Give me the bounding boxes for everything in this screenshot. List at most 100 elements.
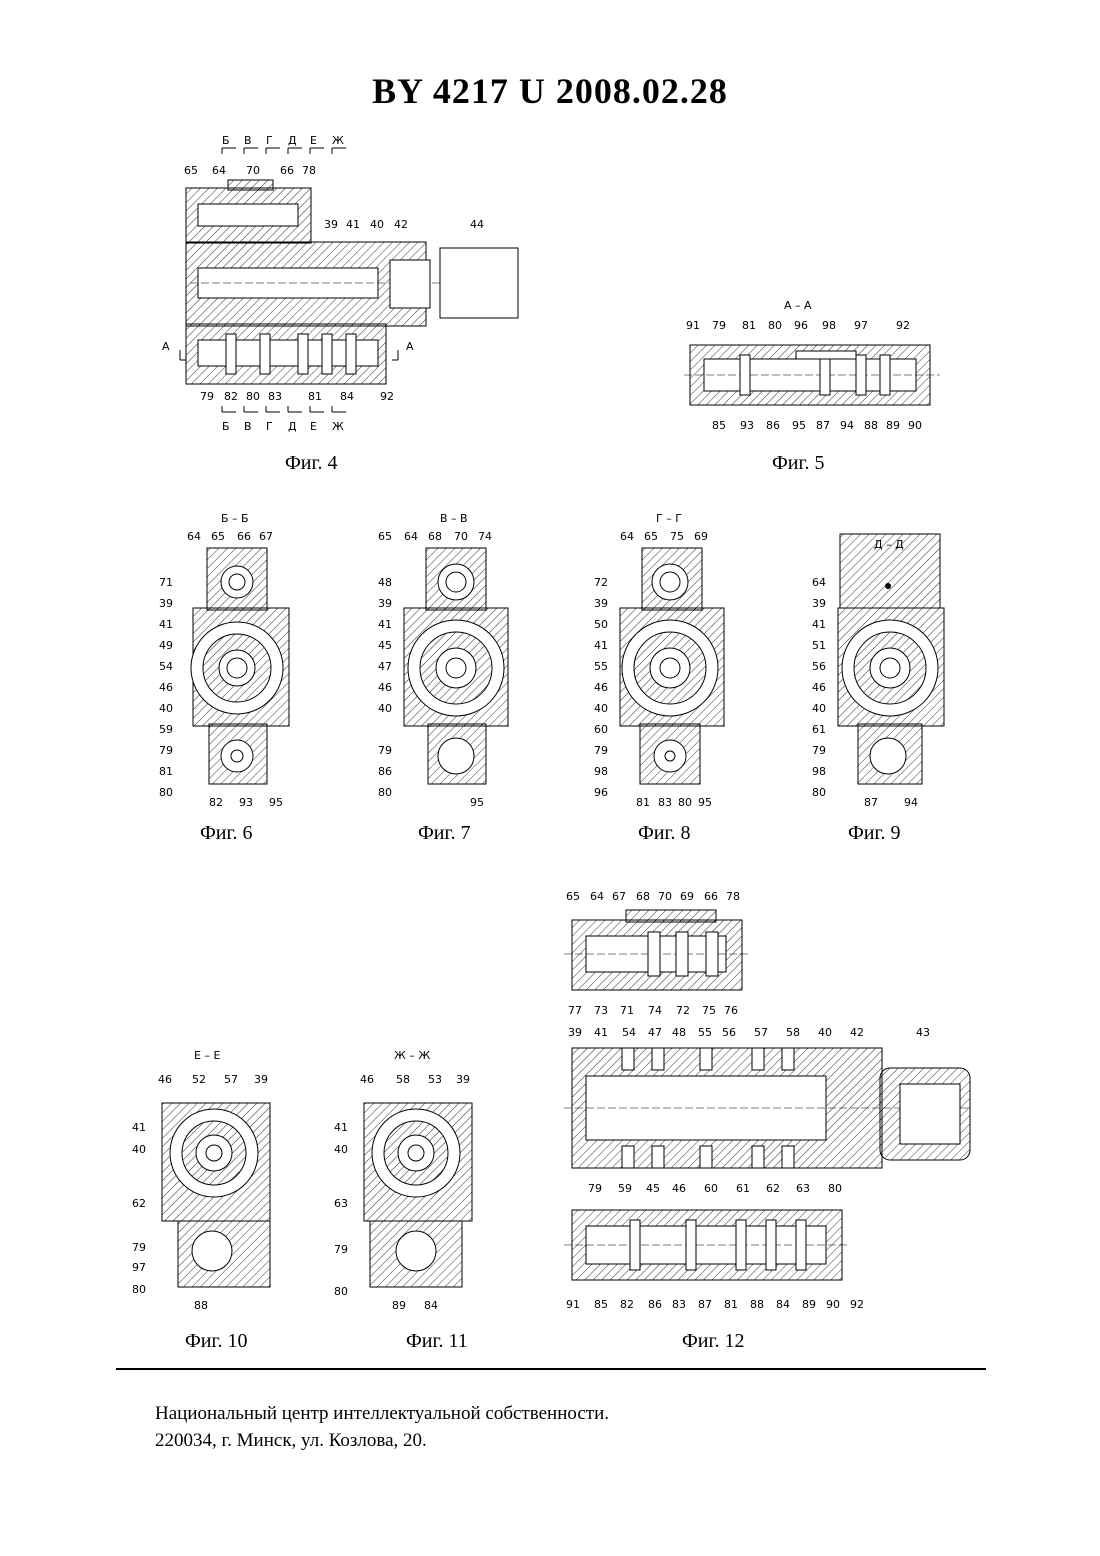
ref-number: 73 bbox=[594, 1004, 608, 1017]
ref-number: 66 bbox=[704, 890, 718, 903]
footer-organization: Национальный центр интеллектуальной собс… bbox=[155, 1400, 609, 1427]
ref-number: 58 bbox=[396, 1073, 410, 1086]
figure-12-caption: Фиг. 12 bbox=[682, 1330, 744, 1353]
section-title: В – В bbox=[440, 512, 468, 525]
ref-number: 71 bbox=[620, 1004, 634, 1017]
ref-number: 81 bbox=[636, 796, 650, 809]
ref-number: 56 bbox=[812, 660, 826, 673]
section-mark: Б bbox=[222, 420, 230, 433]
ref-number: 87 bbox=[864, 796, 878, 809]
section-mark: Д bbox=[288, 420, 297, 433]
ref-number: 89 bbox=[392, 1299, 406, 1312]
ref-number: 70 bbox=[658, 890, 672, 903]
ref-number: 48 bbox=[378, 576, 392, 589]
ref-number: 79 bbox=[159, 744, 173, 757]
ref-number: 81 bbox=[742, 319, 756, 332]
ref-number: 84 bbox=[340, 390, 354, 403]
ref-number: 40 bbox=[594, 702, 608, 715]
ref-number: 40 bbox=[378, 702, 392, 715]
ref-number: 60 bbox=[704, 1182, 718, 1195]
ref-number: 64 bbox=[620, 530, 634, 543]
ref-number: 84 bbox=[424, 1299, 438, 1312]
ref-number: 51 bbox=[812, 639, 826, 652]
ref-number: 95 bbox=[269, 796, 283, 809]
ref-number: 85 bbox=[594, 1298, 608, 1311]
ref-number: 65 bbox=[378, 530, 392, 543]
ref-number: 56 bbox=[722, 1026, 736, 1039]
section-mark: Ж bbox=[332, 420, 344, 433]
ref-number: 64 bbox=[187, 530, 201, 543]
ref-number: 66 bbox=[280, 164, 294, 177]
ref-number: 40 bbox=[812, 702, 826, 715]
ref-number: 67 bbox=[259, 530, 273, 543]
figure-12-drawing: 65 64 67 68 70 69 66 78 77 73 71 74 72 7… bbox=[560, 880, 980, 1320]
figure-10-caption: Фиг. 10 bbox=[185, 1330, 247, 1353]
ref-number: 86 bbox=[766, 419, 780, 432]
ref-number: 77 bbox=[568, 1004, 582, 1017]
ref-number: 86 bbox=[648, 1298, 662, 1311]
ref-number: 40 bbox=[334, 1143, 348, 1156]
ref-number: 41 bbox=[159, 618, 173, 631]
ref-number: 80 bbox=[246, 390, 260, 403]
ref-number: 93 bbox=[740, 419, 754, 432]
ref-number: 86 bbox=[378, 765, 392, 778]
section-mark: Д bbox=[288, 134, 297, 147]
ref-number: 68 bbox=[636, 890, 650, 903]
ref-number: 40 bbox=[818, 1026, 832, 1039]
ref-number: 61 bbox=[736, 1182, 750, 1195]
ref-number: 52 bbox=[192, 1073, 206, 1086]
ref-number: 43 bbox=[916, 1026, 930, 1039]
ref-number: 79 bbox=[594, 744, 608, 757]
figure-7-caption: Фиг. 7 bbox=[418, 822, 470, 845]
ref-number: 39 bbox=[159, 597, 173, 610]
section-mark: Г bbox=[266, 420, 273, 433]
figure-8-drawing: Г – Г 64 65 75 69 72 39 50 41 55 46 40 6… bbox=[590, 510, 750, 810]
ref-number: 79 bbox=[132, 1241, 146, 1254]
ref-number: 70 bbox=[454, 530, 468, 543]
ref-number: 83 bbox=[268, 390, 282, 403]
section-title: Д – Д bbox=[874, 538, 904, 551]
ref-number: 41 bbox=[132, 1121, 146, 1134]
ref-number: 75 bbox=[670, 530, 684, 543]
ref-number: 97 bbox=[854, 319, 868, 332]
document-header: BY 4217 U 2008.02.28 bbox=[0, 70, 1100, 112]
ref-number: 62 bbox=[766, 1182, 780, 1195]
ref-number: 41 bbox=[812, 618, 826, 631]
figure-4-caption: Фиг. 4 bbox=[285, 452, 337, 475]
ref-number: 59 bbox=[618, 1182, 632, 1195]
ref-number: 87 bbox=[816, 419, 830, 432]
ref-number: 82 bbox=[209, 796, 223, 809]
ref-number: 53 bbox=[428, 1073, 442, 1086]
ref-number: 88 bbox=[864, 419, 878, 432]
ref-number: 93 bbox=[239, 796, 253, 809]
section-mark: А bbox=[162, 340, 170, 353]
ref-number: 59 bbox=[159, 723, 173, 736]
ref-number: 76 bbox=[724, 1004, 738, 1017]
ref-number: 42 bbox=[850, 1026, 864, 1039]
section-mark: Г bbox=[266, 134, 273, 147]
figure-8-caption: Фиг. 8 bbox=[638, 822, 690, 845]
ref-number: 80 bbox=[768, 319, 782, 332]
ref-number: 64 bbox=[812, 576, 826, 589]
ref-number: 42 bbox=[394, 218, 408, 231]
figure-8: Г – Г 64 65 75 69 72 39 50 41 55 46 40 6… bbox=[590, 510, 750, 810]
ref-number: 65 bbox=[211, 530, 225, 543]
ref-number: 66 bbox=[237, 530, 251, 543]
ref-number: 46 bbox=[159, 681, 173, 694]
figure-11-caption: Фиг. 11 bbox=[406, 1330, 468, 1353]
ref-number: 95 bbox=[698, 796, 712, 809]
ref-number: 78 bbox=[302, 164, 316, 177]
ref-number: 95 bbox=[470, 796, 484, 809]
figure-6: Б – Б 64 65 66 67 71 39 41 49 54 46 40 5… bbox=[155, 510, 305, 810]
ref-number: 65 bbox=[644, 530, 658, 543]
ref-number: 58 bbox=[786, 1026, 800, 1039]
ref-number: 72 bbox=[594, 576, 608, 589]
section-mark: Е bbox=[310, 134, 317, 147]
ref-number: 81 bbox=[159, 765, 173, 778]
ref-number: 79 bbox=[588, 1182, 602, 1195]
ref-number: 98 bbox=[822, 319, 836, 332]
ref-number: 95 bbox=[792, 419, 806, 432]
section-title: Г – Г bbox=[656, 512, 682, 525]
section-mark: Б bbox=[222, 134, 230, 147]
ref-number: 94 bbox=[840, 419, 854, 432]
